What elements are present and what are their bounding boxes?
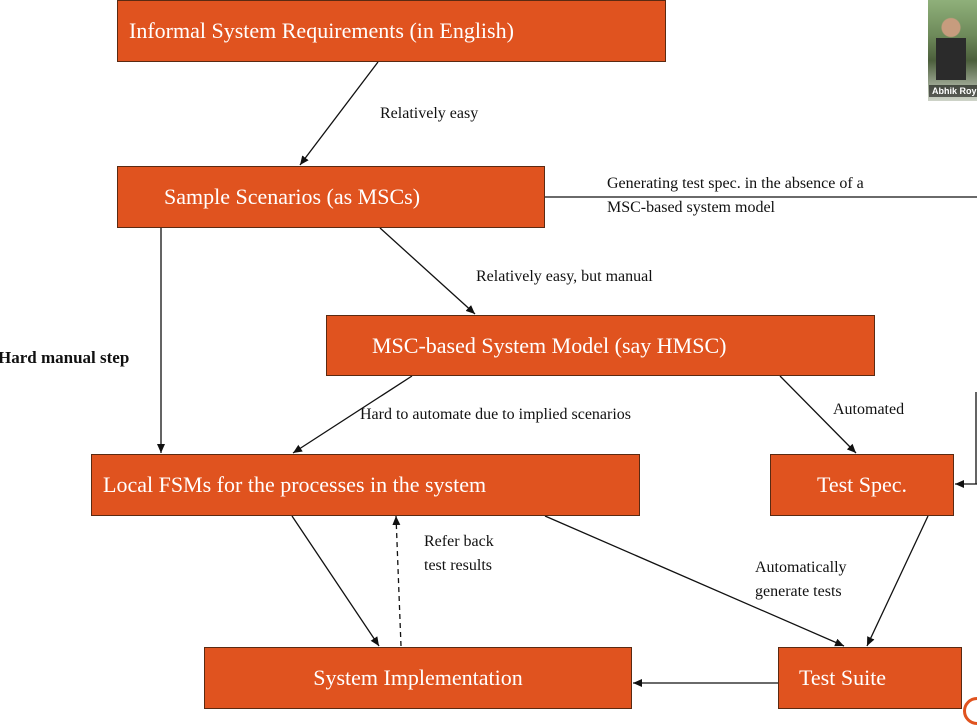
box-system-implementation-text: System Implementation (313, 665, 523, 690)
box-msc-model: MSC-based System Model (say HMSC) (326, 315, 875, 376)
participant-name: Abhik Roy (929, 85, 977, 97)
box-local-fsms-text: Local FSMs for the processes in the syst… (103, 472, 487, 497)
arrow-msc-model-to-local-fsms (292, 375, 413, 454)
box-informal-requirements: Informal System Requirements (in English… (117, 0, 666, 62)
arrow-test-spec-to-test-suite (866, 515, 929, 647)
label-relatively-easy-manual: Relatively easy, but manual (476, 268, 653, 285)
arrow-msc-model-to-test-spec (779, 375, 857, 454)
arrow-local-fsms-to-implementation (291, 515, 380, 647)
box-local-fsms: Local FSMs for the processes in the syst… (91, 454, 640, 516)
box-test-spec-text: Test Spec. (816, 472, 908, 497)
label-hard-manual-step: Hard manual step (0, 348, 130, 367)
participant-video-image (936, 10, 966, 80)
box-test-spec: Test Spec. (770, 454, 954, 516)
arrow-scenarios-to-msc-model (379, 227, 476, 315)
label-auto-generate-line2: generate tests (755, 583, 842, 600)
arrow-local-fsms-to-test-suite (544, 515, 845, 647)
label-generating-line1: Generating test spec. in the absence of … (607, 175, 864, 192)
label-relatively-easy: Relatively easy (380, 105, 479, 122)
label-automated: Automated (833, 401, 905, 418)
label-generating-line2: MSC-based system model (607, 199, 775, 216)
participant-video-tile[interactable]: Abhik Roy (928, 0, 977, 101)
box-informal-requirements-text: Informal System Requirements (in English… (129, 18, 514, 43)
box-test-suite-text: Test Suite (799, 665, 887, 690)
arrow-requirements-to-scenarios (299, 61, 379, 166)
box-msc-model-text: MSC-based System Model (say HMSC) (372, 332, 727, 358)
label-hard-to-automate: Hard to automate due to implied scenario… (360, 406, 632, 423)
box-sample-scenarios: Sample Scenarios (as MSCs) (117, 166, 545, 228)
label-refer-back-line1: Refer back (424, 533, 494, 550)
label-refer-back-line2: test results (424, 557, 492, 574)
arrow-implementation-to-local-fsms-dashed (392, 515, 402, 647)
label-auto-generate-line1: Automatically (755, 559, 847, 576)
box-sample-scenarios-text: Sample Scenarios (as MSCs) (164, 184, 421, 209)
box-system-implementation: System Implementation (204, 647, 632, 709)
box-test-suite: Test Suite (778, 647, 962, 709)
